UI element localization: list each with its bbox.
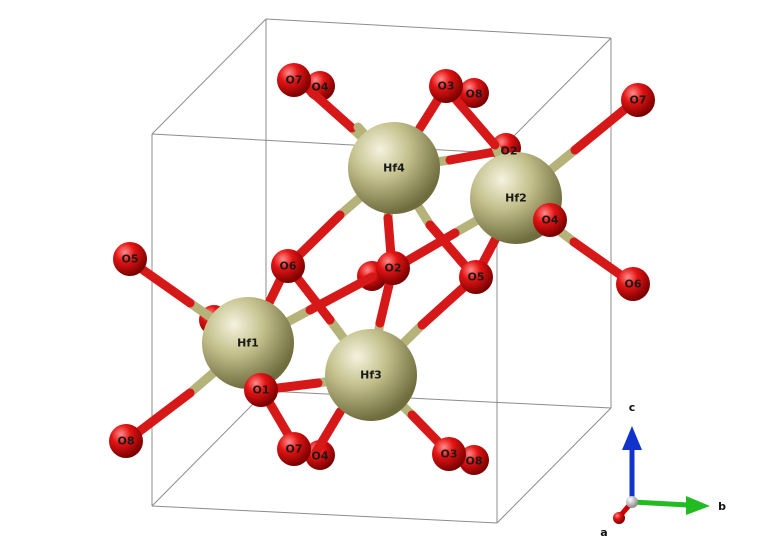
cell-edge xyxy=(151,505,498,524)
label-o3-top-right: O3 xyxy=(437,80,454,93)
label-o3-bottom: O3 xyxy=(440,448,457,461)
label-o4-right: O4 xyxy=(541,214,558,227)
cell-edge xyxy=(265,18,612,39)
axis-c-label: c xyxy=(629,401,636,414)
cell-edge xyxy=(496,407,612,524)
label-o8-bottom-left: O8 xyxy=(117,435,134,448)
atom-hf1 xyxy=(202,297,294,389)
unit-cell xyxy=(151,18,612,524)
label-o6-mid: O6 xyxy=(279,260,296,273)
atom-o7-top-left xyxy=(277,63,311,97)
label-hf4: Hf4 xyxy=(383,162,405,175)
label-o5-left: O5 xyxy=(121,253,138,266)
axis-b-label: b xyxy=(718,500,726,513)
atom-o7-right xyxy=(621,83,655,117)
atom-o8-top-right xyxy=(459,78,489,108)
label-o7-right: O7 xyxy=(629,94,646,107)
label-o7-bottom: O7 xyxy=(285,443,302,456)
atom-o5-mid xyxy=(459,260,493,294)
label-o8-bottom: O8 xyxy=(465,455,482,468)
cell-edge xyxy=(151,18,267,135)
atom-o2-mid xyxy=(376,251,410,285)
label-o7-top-left: O7 xyxy=(285,74,302,87)
label-o2-behind: O2 xyxy=(500,145,517,158)
atom-o7-bottom xyxy=(277,432,311,466)
atom-o1 xyxy=(244,373,278,407)
atom-o6-mid xyxy=(271,249,305,283)
axis-a-label: a xyxy=(600,526,607,539)
atom-o3-bottom xyxy=(432,437,466,471)
label-o8-top-right: O8 xyxy=(465,88,482,101)
label-o5-mid: O5 xyxy=(467,271,484,284)
cell-edge xyxy=(496,37,612,154)
axis-b-shaft xyxy=(631,499,689,508)
atom-o4-bottom xyxy=(305,440,335,470)
label-o1: O1 xyxy=(252,384,269,397)
atom-o3-top-right xyxy=(429,69,463,103)
axis-b-arrowhead xyxy=(686,496,710,515)
cell-edge xyxy=(151,390,267,507)
atom-o6-right xyxy=(616,267,650,301)
atom-hf3 xyxy=(325,329,417,421)
atom-o4-right xyxy=(533,203,567,237)
axis-a-arrowhead xyxy=(613,512,625,524)
label-o6-right: O6 xyxy=(624,278,641,291)
axis-indicator: c b a xyxy=(600,401,726,539)
atom-o8-bottom xyxy=(459,445,489,475)
axis-origin xyxy=(626,496,638,508)
label-hf1: Hf1 xyxy=(237,337,259,350)
atom-o5-left xyxy=(113,242,147,276)
atom-hf4 xyxy=(348,122,440,214)
label-hf2: Hf2 xyxy=(505,192,527,205)
atom-o8-bottom-left xyxy=(109,424,143,458)
label-o2-mid: O2 xyxy=(384,262,401,275)
cell-edge xyxy=(265,390,612,409)
cell-edge xyxy=(151,133,498,154)
label-o4-top-left: O4 xyxy=(311,81,328,94)
axis-c-arrowhead xyxy=(622,426,642,450)
label-o4-bottom: O4 xyxy=(311,450,328,463)
label-hf3: Hf3 xyxy=(360,369,382,382)
